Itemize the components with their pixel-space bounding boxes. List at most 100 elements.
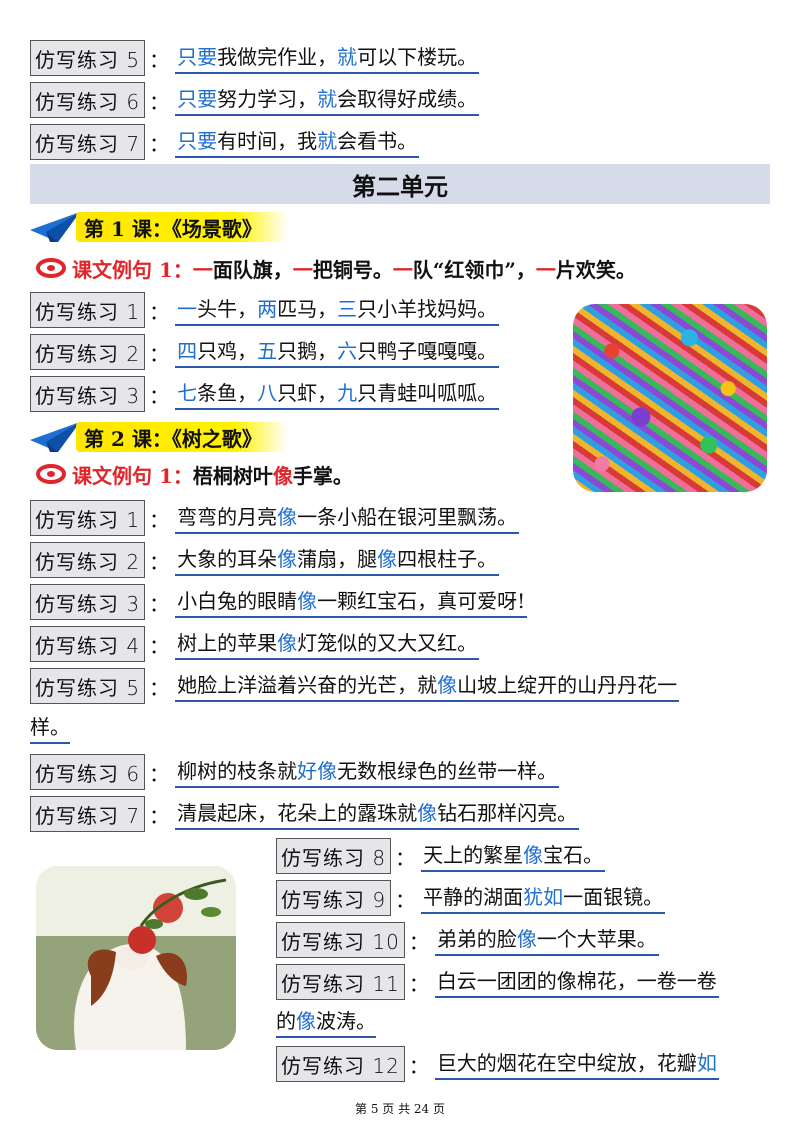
practice-sentence: 弯弯的月亮像一条小船在银河里飘荡。 xyxy=(175,502,520,534)
sentence-segment: 一面银镜。 xyxy=(563,885,664,909)
unit-title: 第二单元 xyxy=(30,164,770,204)
key-word: 像 xyxy=(272,463,293,488)
practice-sentence: 她脸上洋溢着兴奋的光芒，就像山坡上绽开的山丹丹花一 xyxy=(175,670,680,702)
practice-tag: 仿写练习 5 xyxy=(30,668,146,704)
practice-row: 仿写练习 7：清晨起床，花朵上的露珠就像钻石那样闪亮。 xyxy=(30,794,580,834)
practice-row: 仿写练习 5：只要我做完作业，就可以下楼玩。 xyxy=(30,38,480,78)
highlight-word: 如 xyxy=(696,1051,717,1075)
sentence-segment: 只小羊找妈妈。 xyxy=(357,297,498,321)
practice-sentence: 一头牛，两匹马，三只小羊找妈妈。 xyxy=(175,294,500,326)
sentence-segment: 一颗红宝石，真可爱呀! xyxy=(317,589,526,613)
practice-row: 仿写练习 9：平静的湖面犹如一面银镜。 xyxy=(276,878,666,918)
sentence-segment: 条鱼， xyxy=(197,381,258,405)
colon: ： xyxy=(149,89,170,114)
practice-sentence: 大象的耳朵像蒲扇，腿像四根柱子。 xyxy=(175,544,500,576)
practice-sentence: 只要有时间，我就会看书。 xyxy=(175,126,420,158)
example-segment: 把铜号。 xyxy=(312,257,393,282)
sentence-segment: 匹马， xyxy=(277,297,338,321)
dog-apple-illustration xyxy=(36,866,236,1050)
paper-plane-icon xyxy=(30,422,80,452)
sentence-segment: 会取得好成绩。 xyxy=(337,87,478,111)
sentence-segment: 小白兔的眼睛 xyxy=(177,589,298,613)
colon: ： xyxy=(149,633,170,658)
practice-row: 仿写练习 2：大象的耳朵像蒲扇，腿像四根柱子。 xyxy=(30,540,500,580)
sentence-segment: 钻石那样闪亮。 xyxy=(437,801,578,825)
key-word: 一 xyxy=(535,257,556,282)
colon: ： xyxy=(395,887,416,912)
continuation-text: 的像波涛。 xyxy=(276,1006,376,1038)
practice-row: 仿写练习 2：四只鸡，五只鹅，六只鸭子嘎嘎嘎。 xyxy=(30,332,500,372)
highlight-word: 七 xyxy=(177,381,198,405)
highlight-word: 六 xyxy=(337,339,358,363)
highlight-word: 像 xyxy=(523,843,544,867)
highlight-word: 就 xyxy=(317,87,338,111)
example-segment: 手掌。 xyxy=(292,463,353,488)
sentence-segment: 弟弟的脸 xyxy=(436,927,517,951)
practice-row: 仿写练习 6：只要努力学习，就会取得好成绩。 xyxy=(30,80,480,120)
practice-row: 仿写练习 4：树上的苹果像灯笼似的又大又红。 xyxy=(30,624,480,664)
sentence-segment: 弯弯的月亮 xyxy=(177,505,278,529)
practice-tag: 仿写练习 1 xyxy=(30,292,146,328)
dog-with-apple-photo xyxy=(36,866,236,1050)
practice-sentence: 弟弟的脸像一个大苹果。 xyxy=(434,924,659,956)
practice-row: 仿写练习 3：七条鱼，八只虾，九只青蛙叫呱呱。 xyxy=(30,374,500,414)
practice-tag: 仿写练习 5 xyxy=(30,40,146,76)
example-segment: 梧桐树叶 xyxy=(192,463,273,488)
highlight-word: 一 xyxy=(177,297,198,321)
highlight-word: 三 xyxy=(337,297,358,321)
colon: ： xyxy=(149,761,170,786)
practice-sentence: 清晨起床，花朵上的露珠就像钻石那样闪亮。 xyxy=(175,798,580,830)
highlight-word: 就 xyxy=(317,129,338,153)
lesson-title: 第 1 课：《场景歌》 xyxy=(76,212,288,242)
example-sentence: 课文例句 1： 一面队旗，一把铜号。一队“红领巾”，一片欢笑。 xyxy=(36,250,636,286)
highlight-word: 像 xyxy=(377,547,398,571)
practice-sentence: 柳树的枝条就好像无数根绿色的丝带一样。 xyxy=(175,756,560,788)
page-footer: 第 5 页 共 24 页 xyxy=(355,1102,445,1116)
colon: ： xyxy=(395,845,416,870)
highlight-word: 像 xyxy=(417,801,438,825)
example-sentence: 课文例句 1： 梧桐树叶像手掌。 xyxy=(36,456,353,492)
practice-row: 仿写练习 1：弯弯的月亮像一条小船在银河里飘荡。 xyxy=(30,498,520,538)
sentence-segment: 的 xyxy=(276,1009,296,1033)
practice-row: 仿写练习 7：只要有时间，我就会看书。 xyxy=(30,122,420,162)
example-text: 梧桐树叶像手掌。 xyxy=(193,460,353,489)
practice-sentence: 七条鱼，八只虾，九只青蛙叫呱呱。 xyxy=(175,378,500,410)
colon: ： xyxy=(149,549,170,574)
lesson-title: 第 2 课：《树之歌》 xyxy=(76,422,288,452)
colon: ： xyxy=(149,507,170,532)
highlight-word: 两 xyxy=(257,297,278,321)
sentence-segment: 蒲扇，腿 xyxy=(297,547,378,571)
highlight-word: 犹如 xyxy=(523,885,564,909)
highlight-word: 像 xyxy=(516,927,537,951)
highlight-word: 就 xyxy=(337,45,358,69)
colon: ： xyxy=(149,47,170,72)
example-text: 一面队旗，一把铜号。一队“红领巾”，一片欢笑。 xyxy=(193,254,636,283)
sentence-segment: 一条小船在银河里飘荡。 xyxy=(297,505,518,529)
highlight-word: 只要 xyxy=(177,45,218,69)
example-label: 课文例句 1： xyxy=(72,257,193,282)
practice-sentence: 只要我做完作业，就可以下楼玩。 xyxy=(175,42,480,74)
highlight-word: 五 xyxy=(257,339,278,363)
example-segment: 面队旗， xyxy=(212,257,293,282)
highlight-word: 像 xyxy=(297,589,318,613)
highlight-word: 像 xyxy=(277,505,298,529)
practice-sentence: 小白兔的眼睛像一颗红宝石，真可爱呀! xyxy=(175,586,528,618)
practice-row: 仿写练习 12：巨大的烟花在空中绽放，花瓣如 xyxy=(276,1044,719,1084)
example-segment: 队“红领巾”， xyxy=(412,257,536,282)
sentence-segment: 波涛。 xyxy=(316,1009,376,1033)
practice-tag: 仿写练习 6 xyxy=(30,754,146,790)
colon: ： xyxy=(149,131,170,156)
lesson-1-heading: 第 1 课：《场景歌》 xyxy=(28,208,288,246)
colon: ： xyxy=(408,929,429,954)
practice-row: 仿写练习 3：小白兔的眼睛像一颗红宝石，真可爱呀! xyxy=(30,582,528,622)
target-icon xyxy=(36,258,66,278)
sentence-segment: 只鹅， xyxy=(277,339,338,363)
practice-tag: 仿写练习 9 xyxy=(276,880,392,916)
practice-sentence: 只要努力学习，就会取得好成绩。 xyxy=(175,84,480,116)
practice-row: 仿写练习 1：一头牛，两匹马，三只小羊找妈妈。 xyxy=(30,290,500,330)
sentence-segment: 只青蛙叫呱呱。 xyxy=(357,381,498,405)
sentence-segment: 灯笼似的又大又红。 xyxy=(297,631,478,655)
colon: ： xyxy=(149,299,170,324)
practice-tag: 仿写练习 11 xyxy=(276,964,405,1000)
practice-sentence: 巨大的烟花在空中绽放，花瓣如 xyxy=(434,1048,719,1080)
